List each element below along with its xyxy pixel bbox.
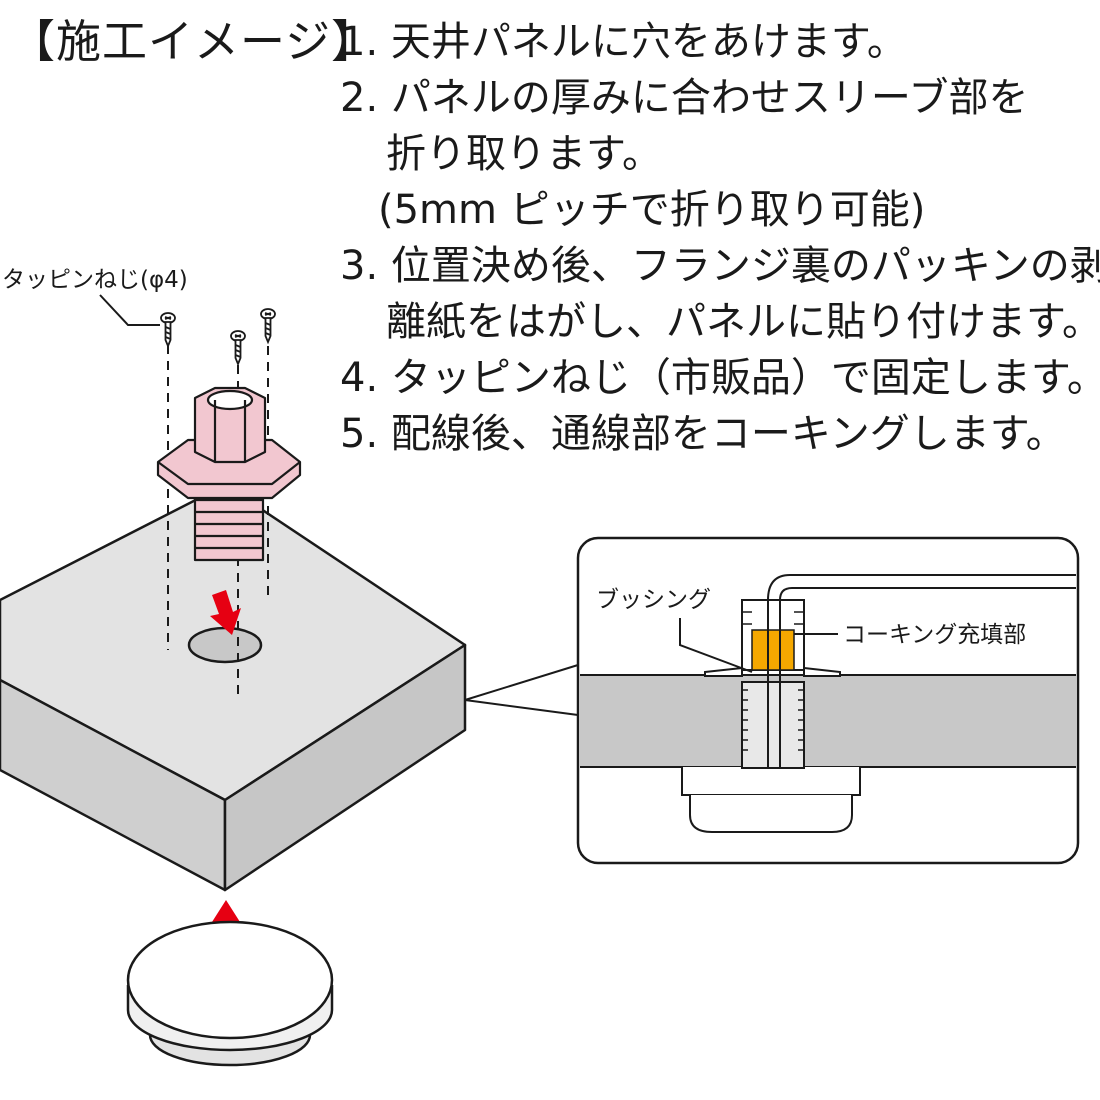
cover-cap xyxy=(126,920,334,1067)
step-2: 2. パネルの厚みに合わせスリーブ部を xyxy=(340,75,1029,121)
screw-label: タッピンねじ(φ4) xyxy=(2,267,188,293)
step-4: 4. タッピンねじ（市販品）で固定します。 xyxy=(340,355,1100,401)
diagram-title: 【施工イメージ】 xyxy=(10,15,378,68)
screw-leader xyxy=(99,294,160,326)
instruction-steps: 1. 天井パネルに穴をあけます。 2. パネルの厚みに合わせスリーブ部を 折り取… xyxy=(340,14,1100,462)
bushing-label: ブッシング xyxy=(596,587,711,613)
step-2-line-2: 折り取ります。 xyxy=(386,131,662,177)
step-1: 1. 天井パネルに穴をあけます。 xyxy=(340,19,907,65)
step-3-line-2: 離紙をはがし、パネルに貼り付けます。 xyxy=(386,299,1100,345)
caulking-label: コーキング充填部 xyxy=(843,622,1026,648)
detail-view: ブッシング コーキング充填部 xyxy=(576,536,1080,865)
panel-hole xyxy=(187,626,263,664)
insert-arrow xyxy=(210,590,241,635)
step-3: 3. 位置決め後、フランジ裏のパッキンの剥 xyxy=(340,243,1100,289)
step-5: 5. 配線後、通線部をコーキングします。 xyxy=(340,411,1066,457)
tapping-screw xyxy=(160,308,276,367)
detail-callout-lines xyxy=(464,664,579,716)
caulking-fill xyxy=(751,629,795,671)
step-2-note: (5mm ピッチで折り取り可能) xyxy=(378,187,926,233)
bushing xyxy=(156,386,302,562)
